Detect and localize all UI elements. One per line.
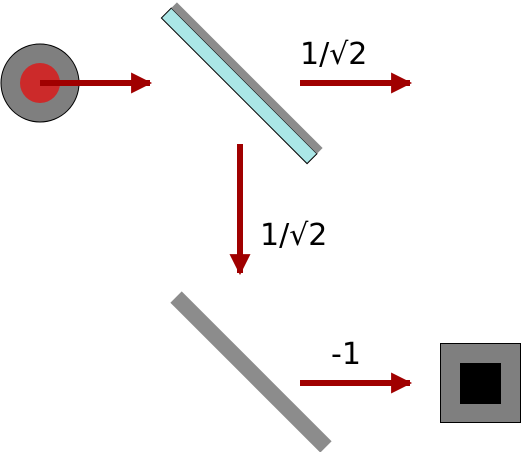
reflected-amplitude-label: 1/√2 [260,218,327,253]
mirror-icon [170,291,332,452]
beam-splitter-glass [160,7,318,165]
output-amplitude-label: -1 [331,337,361,372]
transmitted-amplitude-label: 1/√2 [300,37,367,72]
detector-icon [440,343,521,423]
mirror-surface [170,291,332,452]
beam-splitter-icon [160,2,323,165]
detector-sensor [460,363,501,404]
beam-splitter-coating [171,2,323,154]
